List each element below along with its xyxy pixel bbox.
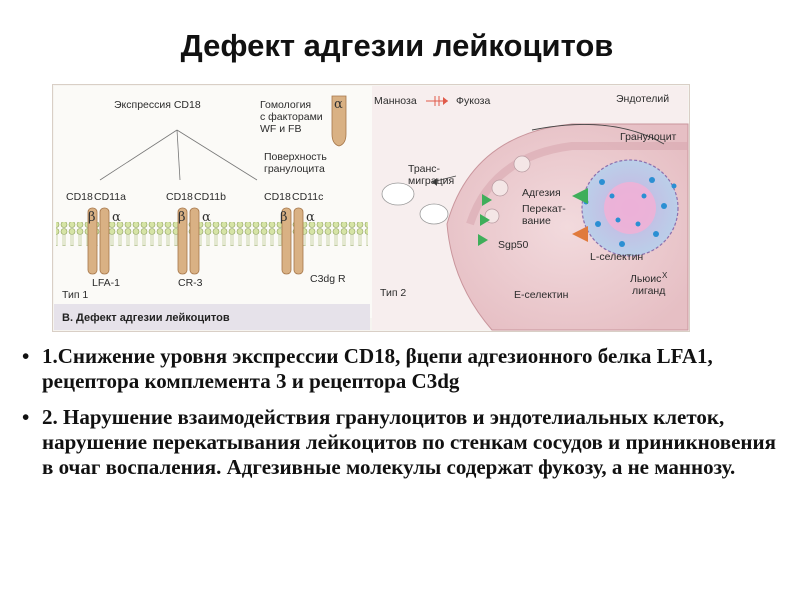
receptor1-alpha-chain <box>99 207 110 275</box>
adhesion-label: Адгезия <box>522 187 561 199</box>
type2-label: Тип 2 <box>380 287 406 299</box>
homology-label-2: с факторами <box>260 111 323 123</box>
receptor2-alpha: α <box>202 210 211 225</box>
type1-panel: Экспрессия CD18 Гомология с факторами WF… <box>54 86 372 318</box>
lewis-superscript: X <box>662 271 668 280</box>
bullet-marker: • <box>22 344 30 368</box>
e-selectin-label: E-селектин <box>514 289 569 301</box>
slide-title: Дефект адгезии лейкоцитов <box>180 28 614 63</box>
l-selectin-marker <box>572 188 588 204</box>
surface-label-2: гранулоцита <box>264 163 325 175</box>
mannose-label: Манноза <box>374 95 417 107</box>
receptor1-beta-chain <box>87 207 98 275</box>
bullet-item-2: • 2. Нарушение взаимодействия гранулоцит… <box>22 405 782 480</box>
lewis-label-2: лиганд <box>632 285 665 297</box>
sgp50-label: Sgp50 <box>498 239 529 251</box>
alpha-chain-shape <box>331 95 347 147</box>
bullet-list: • 1.Снижение уровня экспрессии CD18, βце… <box>22 344 782 491</box>
receptor3-chain2: CD11c <box>292 191 323 203</box>
receptor3-name: C3dg R <box>310 273 346 285</box>
rolling-label-1: Перекат- <box>522 203 566 215</box>
bullet-text-1: 1.Снижение уровня экспрессии CD18, βцепи… <box>42 344 713 393</box>
receptor3-alpha-chain <box>293 207 304 275</box>
receptor2-alpha-chain <box>189 207 200 275</box>
receptor3-alpha: α <box>306 210 315 225</box>
type1-label: Тип 1 <box>62 289 88 301</box>
receptor1-alpha: α <box>112 210 121 225</box>
receptor2-beta: β <box>178 210 186 225</box>
receptor1-beta: β <box>88 210 96 225</box>
e-selectin-marker <box>572 226 588 242</box>
l-selectin-label: L-селектин <box>590 251 643 263</box>
caption-bar <box>54 304 370 330</box>
receptor2-beta-chain <box>177 207 188 275</box>
surface-label-1: Поверхность <box>264 151 327 163</box>
leukocyte-adhesion-figure: Экспрессия CD18 Гомология с факторами WF… <box>52 84 690 332</box>
endothelium-label: Эндотелий <box>616 93 669 105</box>
granulocyte-label: Гранулоцит <box>620 131 677 143</box>
receptor2-name: CR-3 <box>178 277 203 289</box>
receptor1-chain1: CD18 <box>66 191 93 203</box>
alpha-top-label: α <box>334 97 343 112</box>
bullet-item-1: • 1.Снижение уровня экспрессии CD18, βце… <box>22 344 782 394</box>
receptor3-chain1: CD18 <box>264 191 291 203</box>
receptor1-name: LFA-1 <box>92 277 120 289</box>
receptor2-chain1: CD18 <box>166 191 193 203</box>
receptor2-chain2: CD11b <box>194 191 226 203</box>
cd18-expression-label: Экспрессия CD18 <box>114 99 201 111</box>
receptor3-beta-chain <box>281 207 292 275</box>
figure-caption: B. Дефект адгезии лейкоцитов <box>62 312 230 324</box>
rolling-label-2: вание <box>522 215 551 227</box>
bullet-marker: • <box>22 405 30 429</box>
receptor3-beta: β <box>280 210 288 225</box>
receptor1-chain2: CD11a <box>94 191 126 203</box>
fucose-label: Фукоза <box>456 95 490 107</box>
transmigration-label-1: Транс- <box>408 163 441 175</box>
lewis-label-1: Льюис <box>630 273 661 285</box>
homology-label-1: Гомология <box>260 99 311 111</box>
bullet-text-2: 2. Нарушение взаимодействия гранулоцитов… <box>42 405 776 479</box>
homology-label-3: WF и FB <box>260 123 301 135</box>
type2-panel: Манноза Фукоза Эндотелий Гранулоцит Тран… <box>372 86 689 331</box>
transmigration-label-2: миграция <box>408 175 454 187</box>
